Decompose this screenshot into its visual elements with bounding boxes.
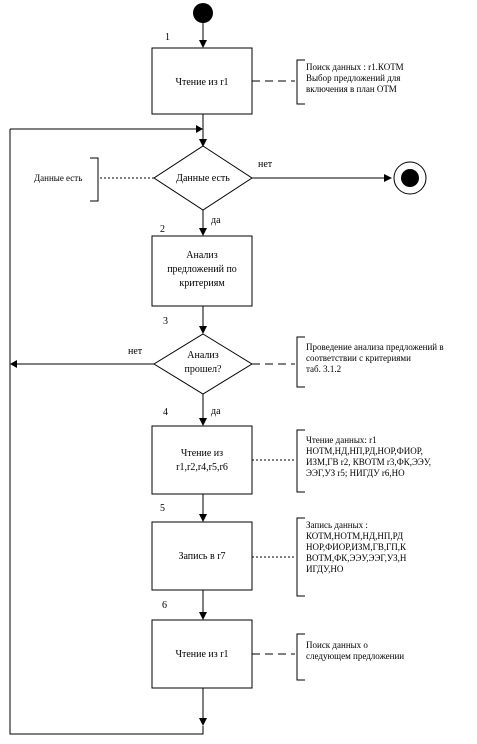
- arrowhead: [199, 40, 207, 48]
- note-bracket-5: [296, 633, 305, 681]
- step-number-6: 6: [162, 600, 167, 611]
- text-line: Запись в r7: [178, 551, 225, 562]
- step-number-3: 3: [163, 316, 168, 327]
- text-line: соответствии с критериями: [306, 353, 411, 363]
- step-number-5: 5: [160, 503, 165, 514]
- text-line: Чтение из r1: [175, 649, 228, 660]
- text-line: Запись данных :: [306, 520, 368, 530]
- text-line: Поиск данных о: [306, 640, 368, 650]
- text-line: прошел?: [185, 364, 222, 375]
- text-line: Анализ: [186, 250, 217, 261]
- note-bracket-1: [296, 59, 305, 105]
- arrowhead: [199, 228, 207, 236]
- note-bracket-2: [296, 336, 305, 388]
- text-line: ЭЭГ,УЗ r5; НИГДУ r6,НО: [306, 468, 405, 478]
- note-bracket-4: [296, 517, 305, 597]
- text-line: НОР,ФИОР,ИЗМ,ГВ,ГП,К: [306, 542, 407, 552]
- end-node-inner: [401, 169, 419, 187]
- decision-label-data-exists: Данные есть: [176, 173, 230, 184]
- text-line: критериям: [179, 278, 225, 289]
- process-label-read-r1-next: Чтение из r1: [175, 649, 228, 660]
- branch-label-no-2: нет: [128, 346, 143, 357]
- text-line: Чтение из r1: [175, 77, 228, 88]
- process-label-write-r7: Запись в r7: [178, 551, 225, 562]
- note-data-exists: Данные есть: [34, 173, 82, 183]
- branch-label-yes-1: да: [211, 215, 221, 226]
- text-line: Данные есть: [176, 173, 230, 184]
- step-number-2: 2: [160, 224, 165, 235]
- arrowhead: [199, 418, 207, 426]
- text-line: таб. 3.1.2: [306, 364, 341, 374]
- text-line: r1,r2,r4,r5,r6: [176, 462, 228, 473]
- text-line: НОТМ,НД,НП,РД,НОР,ФИОР,: [306, 446, 423, 456]
- process-box-analysis: [151, 235, 253, 307]
- text-line: Проведение анализа предложений в: [306, 342, 444, 352]
- text-line: предложений по: [167, 264, 237, 275]
- arrowhead: [196, 125, 203, 133]
- text-line: ИЗМ,ГВ r2, КВОТМ r3,ФК,ЭЭУ,: [306, 457, 431, 467]
- text-line: Поиск данных : r1.КОТМ: [306, 62, 404, 72]
- process-box-read-multi: [151, 425, 253, 495]
- start-node: [193, 3, 213, 23]
- arrowhead: [199, 139, 207, 147]
- process-label-analysis: Анализ предложений по критериям: [167, 250, 237, 289]
- step-number-1: 1: [165, 32, 170, 43]
- text-line: Чтение из: [181, 448, 223, 459]
- decision-label-analysis-passed: Анализ прошел?: [185, 350, 222, 375]
- branch-label-no-1: нет: [258, 159, 273, 170]
- arrowhead: [199, 514, 207, 522]
- text-line: Данные есть: [34, 173, 82, 183]
- text-line: ВОТМ,ФК,ЭЭУ,ЭЭГ,УЗ,Н: [306, 553, 407, 563]
- arrowhead: [199, 326, 207, 334]
- arrowhead: [384, 174, 392, 182]
- process-box-read-r1: [151, 47, 253, 115]
- step-number-4: 4: [163, 407, 168, 418]
- text-line: Выбор предложений для: [306, 73, 400, 83]
- process-box-read-r1-next: [151, 619, 253, 689]
- text-line: следующем предложении: [306, 651, 404, 661]
- arrowhead: [10, 360, 17, 368]
- process-box-write-r7: [151, 521, 253, 591]
- note-bracket-3: [296, 429, 305, 493]
- text-line: Чтение данных: r1: [306, 435, 377, 445]
- text-line: КОТМ,НОТМ,НД,НП,РД: [306, 531, 403, 541]
- process-label-read-multi: Чтение из r1,r2,r4,r5,r6: [176, 448, 228, 473]
- arrowhead: [199, 612, 207, 620]
- arrowhead: [199, 718, 207, 726]
- text-line: Анализ: [187, 350, 218, 361]
- text-line: ИГДУ,НО: [306, 564, 344, 574]
- note-bracket-left: [90, 157, 99, 202]
- branch-label-yes-2: да: [211, 406, 221, 417]
- text-line: включения в план ОТМ: [306, 84, 397, 94]
- loop-back-line: [9, 129, 204, 735]
- process-label-read-r1: Чтение из r1: [175, 77, 228, 88]
